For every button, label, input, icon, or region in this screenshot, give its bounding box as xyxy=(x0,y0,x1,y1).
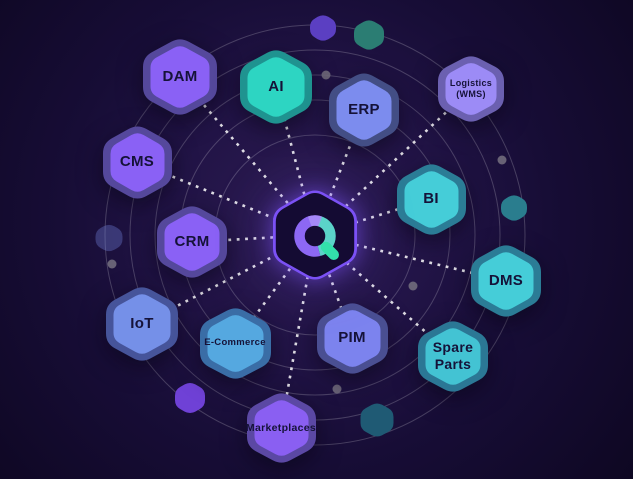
hex-fill xyxy=(445,63,497,115)
hex-label-marketplaces: Marketplaces xyxy=(245,421,317,434)
hex-label-spare-parts: Spare Parts xyxy=(432,339,474,372)
hex-fill xyxy=(207,314,263,372)
hex-node-ai: AI xyxy=(239,47,313,127)
hex-node-pim: PIM xyxy=(316,300,389,377)
hex-node-bi: BI xyxy=(396,161,467,238)
hex-fill xyxy=(164,213,220,271)
hex-node-erp: ERP xyxy=(328,70,400,150)
hex-label-crm: CRM xyxy=(174,233,210,250)
hex-fill xyxy=(425,327,481,385)
hex-label-erp: ERP xyxy=(348,101,380,118)
q-logo xyxy=(294,215,339,260)
connector-dotted-line-e-commerce xyxy=(233,234,317,344)
hex-node-crm: CRM xyxy=(156,203,228,281)
hex-fill xyxy=(113,294,171,354)
hex-node-cms: CMS xyxy=(102,123,173,202)
purple-hex-top xyxy=(310,15,336,41)
hex-fill xyxy=(247,57,305,117)
teal-hex-right xyxy=(501,195,527,221)
hex-node-dms: DMS xyxy=(470,242,542,320)
center-hex-hub xyxy=(272,187,358,283)
hex-label-bi: BI xyxy=(423,190,439,207)
hex-label-dms: DMS xyxy=(488,272,524,289)
hex-node-logistics-wms: Logistics (WMS) xyxy=(437,53,505,125)
hex-node-iot: IoT xyxy=(105,284,179,364)
hex-fill xyxy=(336,80,392,140)
hex-node-e-commerce: E-Commerce xyxy=(199,305,272,382)
hex-label-pim: PIM xyxy=(338,329,366,346)
hex-label-cms: CMS xyxy=(119,153,155,170)
hex-label-ai: AI xyxy=(268,78,284,95)
hex-label-iot: IoT xyxy=(130,315,154,332)
q-logo-highlight-arc xyxy=(307,215,323,227)
faded-hex-left xyxy=(95,224,123,252)
orbit-ring xyxy=(154,74,476,396)
hex-label-logistics-wms: Logistics (WMS) xyxy=(449,78,493,99)
teal-hex-bottom-right xyxy=(360,403,394,437)
orbit-dot xyxy=(107,259,117,269)
hex-label-dam: DAM xyxy=(162,68,198,85)
hex-fill xyxy=(150,46,210,108)
hex-fill xyxy=(478,252,534,310)
hex-node-spare-parts: Spare Parts xyxy=(417,318,489,395)
orbit-dot xyxy=(332,384,342,394)
orbit-dot xyxy=(497,155,507,165)
hex-label-e-commerce: E-Commerce xyxy=(204,337,266,349)
orbit-dot xyxy=(321,70,331,80)
orbit-dot xyxy=(408,281,418,291)
purple-hex-bottom xyxy=(175,382,205,414)
hex-fill xyxy=(254,400,308,456)
hex-fill xyxy=(324,309,380,367)
hex-node-marketplaces: Marketplaces xyxy=(246,390,317,466)
teal-hex-top xyxy=(354,20,384,50)
q-logo-tail xyxy=(320,241,339,260)
hex-fill xyxy=(110,132,164,192)
hex-fill xyxy=(404,170,458,228)
hex-node-dam: DAM xyxy=(142,36,218,118)
